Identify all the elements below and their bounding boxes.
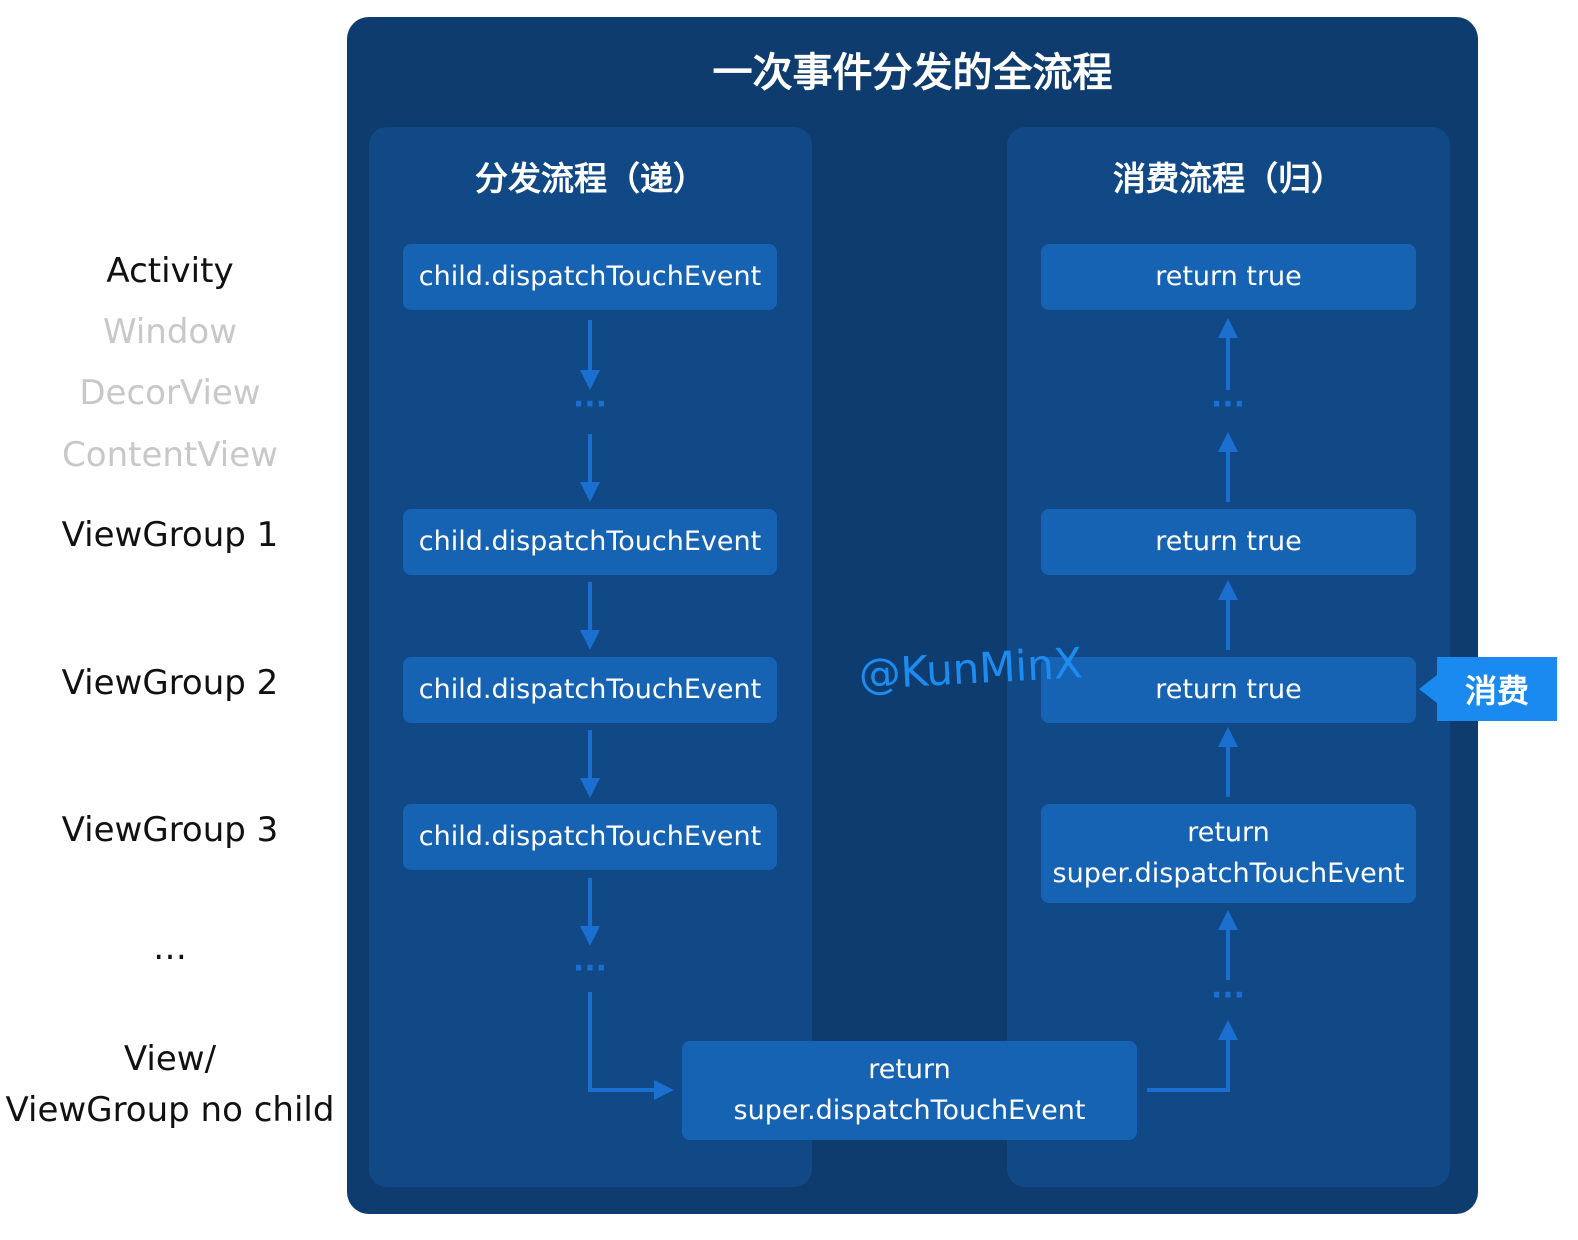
label-window: Window — [102, 312, 238, 352]
consume-box-activity: return true — [1041, 244, 1416, 310]
label-viewgroup-2: ViewGroup 2 — [61, 663, 279, 703]
bottom-box-line1: return — [868, 1054, 951, 1085]
dispatch-dots-2: ··· — [573, 951, 607, 986]
consume-badge: 消费 — [1437, 657, 1557, 721]
diagram-title: 一次事件分发的全流程 — [712, 50, 1113, 96]
label-ellipsis: … — [153, 928, 187, 968]
dispatch-box-viewgroup-2: child.dispatchTouchEvent — [403, 657, 777, 723]
dispatch-dots-1: ··· — [573, 387, 607, 422]
label-decor-view: DecorView — [79, 373, 261, 413]
consume-box-viewgroup-2: return true — [1041, 657, 1416, 723]
label-content-view: ContentView — [62, 435, 278, 475]
consume-box-line1: return — [1187, 817, 1270, 848]
dispatch-column-title: 分发流程（递） — [475, 159, 706, 198]
dispatch-arrow-to-bottom — [588, 992, 674, 1100]
label-viewgroup-no-child: ViewGroup no child — [5, 1090, 335, 1130]
consume-dots-2: ··· — [1211, 978, 1245, 1013]
badge-pointer — [1419, 675, 1437, 703]
bottom-box-line2: super.dispatchTouchEvent — [733, 1094, 1086, 1126]
label-viewgroup-1: ViewGroup 1 — [61, 515, 279, 555]
label-view: View/ — [123, 1039, 217, 1079]
dispatch-box-activity: child.dispatchTouchEvent — [403, 244, 777, 310]
consume-box-viewgroup-1: return true — [1041, 509, 1416, 575]
consume-column-title: 消费流程（归） — [1113, 159, 1344, 198]
consume-arrow-from-bottom — [1147, 1020, 1238, 1092]
dispatch-box-viewgroup-3: child.dispatchTouchEvent — [403, 804, 777, 870]
consume-box-viewgroup-3: return super.dispatchTouchEvent — [1041, 804, 1416, 903]
bottom-box-view: return super.dispatchTouchEvent — [682, 1041, 1137, 1140]
label-activity: Activity — [106, 251, 234, 291]
consume-dots-1: ··· — [1211, 387, 1245, 422]
dispatch-box-viewgroup-1: child.dispatchTouchEvent — [403, 509, 777, 575]
label-viewgroup-3: ViewGroup 3 — [61, 810, 279, 850]
consume-box-line2: super.dispatchTouchEvent — [1052, 857, 1405, 889]
